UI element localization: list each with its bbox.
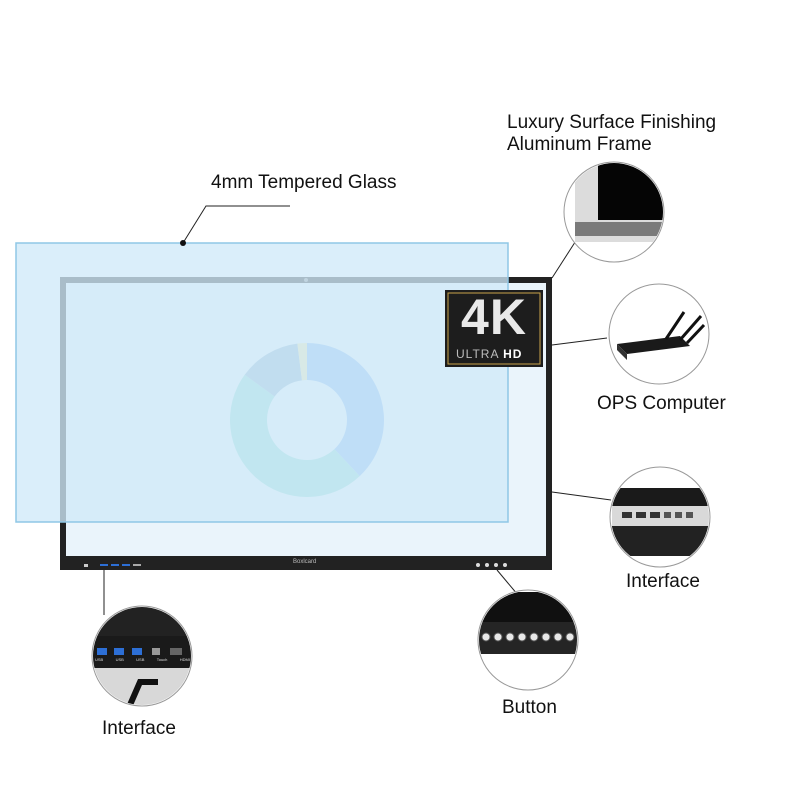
frame-label: Luxury Surface Finishing Aluminum Frame: [507, 112, 716, 156]
badge-4k-text: 4K: [461, 289, 527, 345]
button-leader-line: [496, 569, 519, 596]
ops-callout: [608, 283, 710, 385]
glass-leader-line: [182, 205, 290, 244]
frame-label-line1: Luxury Surface Finishing: [507, 112, 717, 133]
interface-right-label: Interface: [626, 571, 700, 592]
hardware-button: [481, 632, 491, 642]
4k-ultra-hd-badge: [445, 290, 543, 367]
hardware-button: [505, 632, 515, 642]
hardware-button: [517, 632, 527, 642]
frame-callout: [563, 161, 665, 263]
hardware-button: [541, 632, 551, 642]
port-label: Touch: [156, 657, 168, 662]
interface-right-callout: [609, 466, 711, 568]
hardware-button: [553, 632, 563, 642]
interface-right-leader-line: [551, 491, 612, 501]
tempered-glass-panel: [15, 242, 509, 523]
port-label: USB: [136, 657, 145, 662]
badge-ultra: ULTRA: [456, 347, 499, 361]
port-labels: USB USB USB Touch HDMI: [95, 657, 190, 662]
badge-ultra-text: ULTRA HD: [456, 347, 522, 361]
bezel-logo: Boxlcard: [293, 559, 317, 565]
hardware-button: [529, 632, 539, 642]
glass-label: 4mm Tempered Glass: [211, 172, 397, 193]
button-callout: [477, 589, 579, 691]
bezel-left-ports: [84, 564, 141, 567]
badge-hd: HD: [503, 347, 523, 361]
port-label: HDMI: [179, 657, 190, 662]
glass-leader-dot: [180, 240, 186, 246]
frame-label-line2: Aluminum Frame: [507, 134, 652, 155]
interface-left-label: Interface: [102, 718, 176, 739]
ops-label: OPS Computer: [597, 393, 726, 414]
hardware-button: [493, 632, 503, 642]
bezel-right-buttons: [476, 563, 507, 567]
ops-leader-line: [551, 337, 608, 346]
leader-lines: [103, 205, 612, 615]
button-label: Button: [502, 697, 557, 718]
hardware-button: [565, 632, 575, 642]
port-label: USB: [115, 657, 124, 662]
port-label: USB: [95, 657, 104, 662]
